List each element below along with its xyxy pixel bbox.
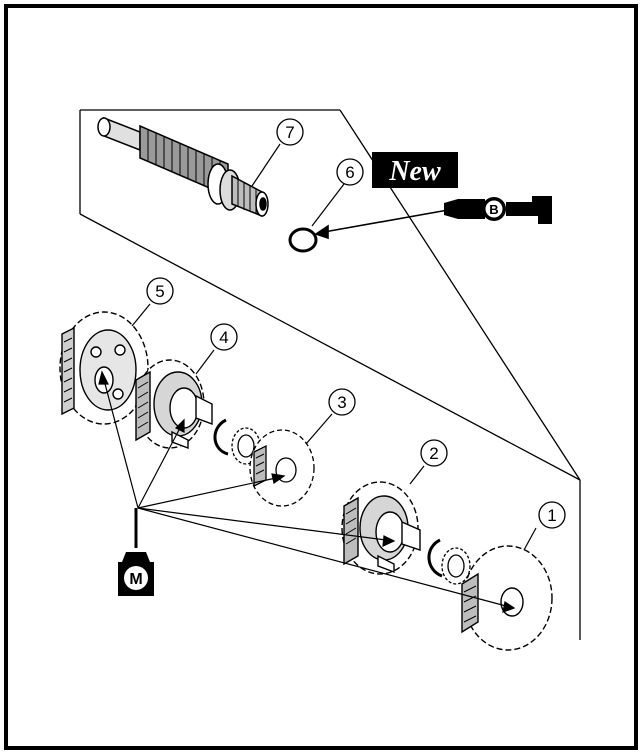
grease-gun-icon: B [444, 196, 552, 224]
circlip-left [213, 418, 229, 456]
callout-2: 2 [409, 439, 448, 485]
callout-6: 6 [311, 158, 364, 227]
splined-washer-right [441, 547, 471, 585]
callout-5-label: 5 [155, 282, 164, 301]
callout-7: 7 [251, 118, 304, 187]
callout-3: 3 [305, 388, 356, 445]
oil-badge-letter: M [129, 571, 142, 588]
gear-1 [461, 545, 553, 651]
gear-5 [59, 311, 149, 425]
oil-application-lines [98, 370, 516, 613]
callout-3-label: 3 [337, 393, 346, 412]
callout-4: 4 [195, 323, 238, 375]
circlip-right [427, 538, 443, 578]
callout-1-label: 1 [547, 506, 556, 525]
callout-6-label: 6 [345, 163, 354, 182]
callout-4-label: 4 [219, 328, 228, 347]
diagram-border [4, 4, 638, 750]
callout-2-label: 2 [429, 444, 438, 463]
new-badge-text: New [388, 156, 441, 187]
gear-4 [135, 359, 213, 450]
grease-arrow [314, 209, 449, 240]
gear-3 [249, 429, 315, 507]
oil-can-icon: M [118, 508, 154, 596]
callout-7-label: 7 [285, 123, 294, 142]
main-axle-shaft [97, 116, 269, 218]
grease-badge-letter: B [489, 202, 498, 217]
callout-5: 5 [131, 277, 174, 327]
callout-1: 1 [523, 501, 566, 551]
gear-2 [341, 481, 421, 575]
o-ring [288, 227, 318, 253]
new-part-badge: New [372, 152, 458, 188]
